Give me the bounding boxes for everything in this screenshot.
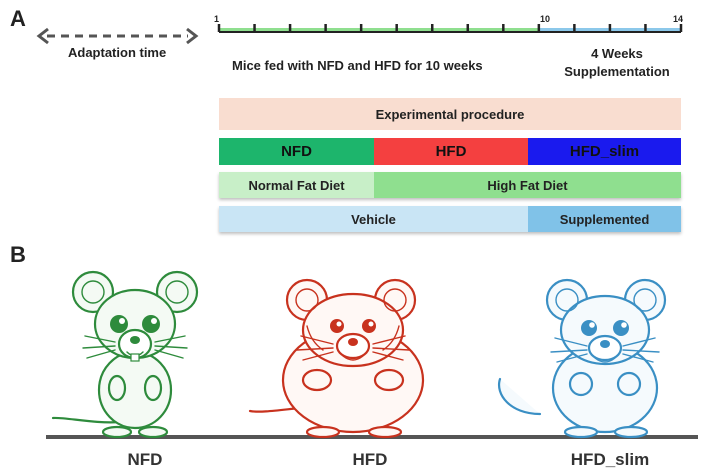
diet-row: Normal Fat Diet High Fat Diet	[219, 172, 681, 198]
slim-mouse-icon	[497, 278, 667, 439]
week-mid-label: 10	[540, 14, 551, 24]
thin-mouse-icon	[51, 270, 199, 439]
diet-high: High Fat Diet	[374, 172, 681, 198]
week-start-label: 1	[214, 14, 220, 24]
fat-mouse-icon	[248, 278, 425, 439]
mouse-label-hfd: HFD	[352, 450, 388, 469]
mouse-label-hfd-slim: HFD_slim	[570, 450, 650, 469]
procedure-title: Experimental procedure	[219, 98, 681, 130]
treatment-vehicle: Vehicle	[219, 206, 528, 232]
adaptation-time-label: Adaptation time	[68, 45, 167, 60]
mouse-label-nfd: NFD	[127, 450, 163, 469]
supplementation-text-line2: Supplementation	[564, 64, 670, 79]
timeline	[217, 24, 683, 33]
group-nfd: NFD	[219, 138, 374, 165]
treatment-row: Vehicle Supplemented	[219, 206, 681, 232]
treatment-supplemented: Supplemented	[528, 206, 681, 232]
week-end-label: 14	[673, 14, 684, 24]
group-hfd: HFD	[374, 138, 528, 165]
ground-line	[46, 435, 698, 439]
diet-normal: Normal Fat Diet	[219, 172, 374, 198]
supplementation-text: 4 Weeks Supplementation	[548, 45, 686, 81]
timeline-feeding-segment	[219, 28, 539, 32]
adaptation-arrow-icon	[36, 27, 199, 45]
panel-b-label: B	[10, 242, 26, 267]
panel-a-label: A	[10, 6, 26, 31]
feeding-text: Mice fed with NFD and HFD for 10 weeks	[232, 58, 483, 73]
group-hfd-slim: HFD_slim	[528, 138, 681, 165]
supplementation-text-line1: 4 Weeks	[591, 46, 643, 61]
